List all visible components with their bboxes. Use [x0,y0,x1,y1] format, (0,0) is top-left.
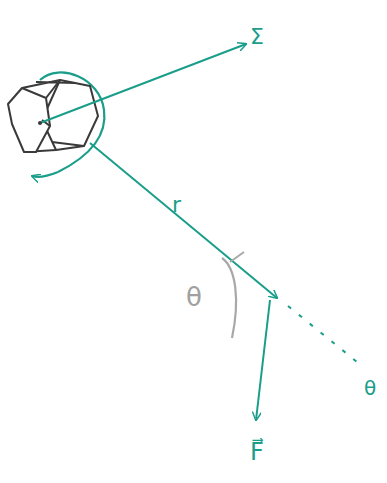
angle-label: θ [364,374,376,398]
torque-label: Σ [250,22,264,48]
angle-arc [222,258,236,338]
radius-label: r [172,190,181,216]
force-label: F⃗ [250,436,264,464]
rotation-arrow-tip [32,172,58,177]
angle-label: θ [186,280,202,310]
torque-vector [40,44,246,123]
hex-prism [8,80,98,152]
angle-tick [230,252,244,262]
position-vector [90,143,277,298]
extension-line [288,306,362,366]
force-vector [256,300,270,420]
